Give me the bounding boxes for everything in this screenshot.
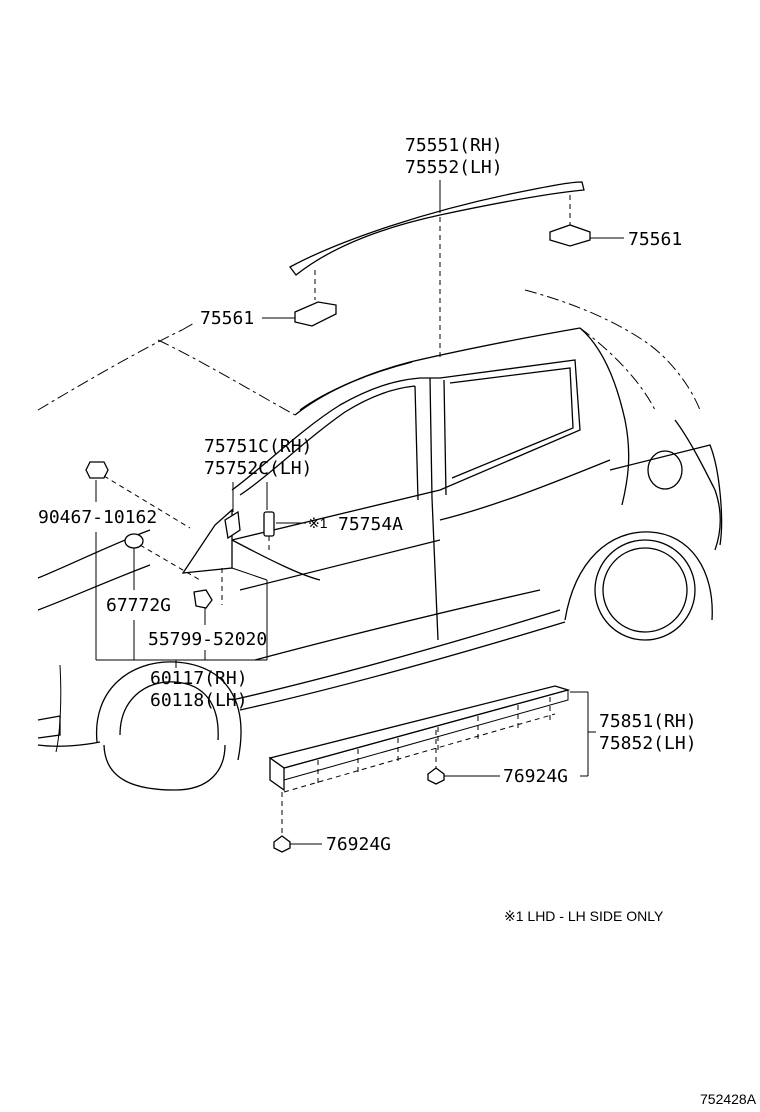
nut-lower-shape: [273, 835, 291, 853]
front-wheel-arch: [95, 661, 242, 761]
rear-pillar-dashdot: [579, 327, 656, 411]
front-window-inner: [239, 385, 416, 496]
emblem-shape: [263, 511, 275, 537]
grommet-dash: [139, 544, 201, 581]
nut-upper-shape: [427, 767, 445, 785]
hood-line-top: [37, 329, 183, 411]
roof-molding: [181, 180, 624, 360]
b-pillar-front: [414, 385, 419, 501]
label-grommet: 67772G: [106, 595, 171, 616]
rocker-top: [268, 685, 571, 769]
label-mirror-rh: 60117(RH): [150, 668, 248, 689]
sill-lower: [239, 621, 566, 711]
window-frame: [231, 359, 581, 541]
pillar-garnish-shape: [224, 510, 241, 540]
label-note-mark: ※1: [308, 515, 328, 531]
label-pillar-rh: 75751C(RH): [204, 436, 312, 457]
label-clip-left: 75561: [200, 308, 254, 329]
label-retainer: 55799-52020: [148, 629, 267, 650]
character-line: [239, 539, 441, 591]
rocker-group: [268, 685, 596, 853]
label-rocker-lh: 75852(LH): [599, 733, 697, 754]
door-line-front: [231, 539, 321, 581]
label-emblem: 75754A: [338, 514, 403, 535]
rear-roof-dashdot: [524, 289, 701, 411]
mirror-base: [181, 508, 233, 574]
label-pillar-lh: 75752C(LH): [204, 458, 312, 479]
labels: 75551(RH) 75552(LH) 75561 75561 75751C(R…: [38, 135, 757, 1107]
rear-tire: [594, 539, 696, 641]
fuel-door: [647, 450, 683, 490]
rocker-face: [283, 689, 569, 781]
roof-molding-strip: [289, 181, 585, 276]
label-nut-lower: 76924G: [326, 834, 391, 855]
roof-inner: [299, 361, 413, 411]
drawing-number: 752428A: [700, 1091, 757, 1107]
b-pillar-mid: [429, 377, 433, 499]
grommet-shape: [124, 533, 144, 549]
rear-quarter: [609, 444, 723, 546]
front-rim: [119, 681, 219, 741]
belt-line: [439, 459, 611, 521]
rocker-end: [269, 756, 285, 792]
screw-shape: [85, 461, 109, 479]
rocker-ribs: [317, 697, 551, 784]
door-separator: [431, 497, 439, 641]
mirror-group: [85, 461, 306, 668]
rocker-under: [283, 713, 556, 793]
bumper-edge: [55, 664, 62, 753]
rear-rim: [602, 547, 688, 633]
label-screw: 90467-10162: [38, 507, 157, 528]
door-bottom: [254, 589, 541, 661]
car-body-outline: [37, 289, 723, 791]
label-roof-molding-rh: 75551(RH): [405, 135, 503, 156]
clip-right-shape: [549, 224, 591, 247]
label-mirror-lh: 60118(LH): [150, 690, 248, 711]
label-clip-right: 75561: [628, 229, 682, 250]
screw-dash: [103, 475, 191, 529]
clip-left-extension: [181, 321, 197, 331]
hood-edge: [157, 339, 296, 416]
front-tire: [103, 744, 226, 791]
retainer-shape: [193, 589, 213, 609]
front-lamp: [37, 715, 61, 739]
label-nut-upper: 76924G: [503, 766, 568, 787]
fender-line: [37, 564, 151, 611]
bracket-top: [231, 567, 268, 581]
sill-upper: [231, 609, 561, 701]
label-rocker-rh: 75851(RH): [599, 711, 697, 732]
clip-left-shape: [294, 301, 337, 327]
label-roof-molding-lh: 75552(LH): [405, 157, 503, 178]
c-pillar: [579, 327, 630, 506]
bumper-lower: [37, 741, 101, 747]
rear-bumper: [674, 419, 721, 551]
b-pillar-rear: [443, 379, 447, 496]
footnote: ※1 LHD - LH SIDE ONLY: [504, 908, 664, 924]
rear-wheel-arch: [564, 531, 713, 621]
rear-window: [449, 367, 574, 479]
